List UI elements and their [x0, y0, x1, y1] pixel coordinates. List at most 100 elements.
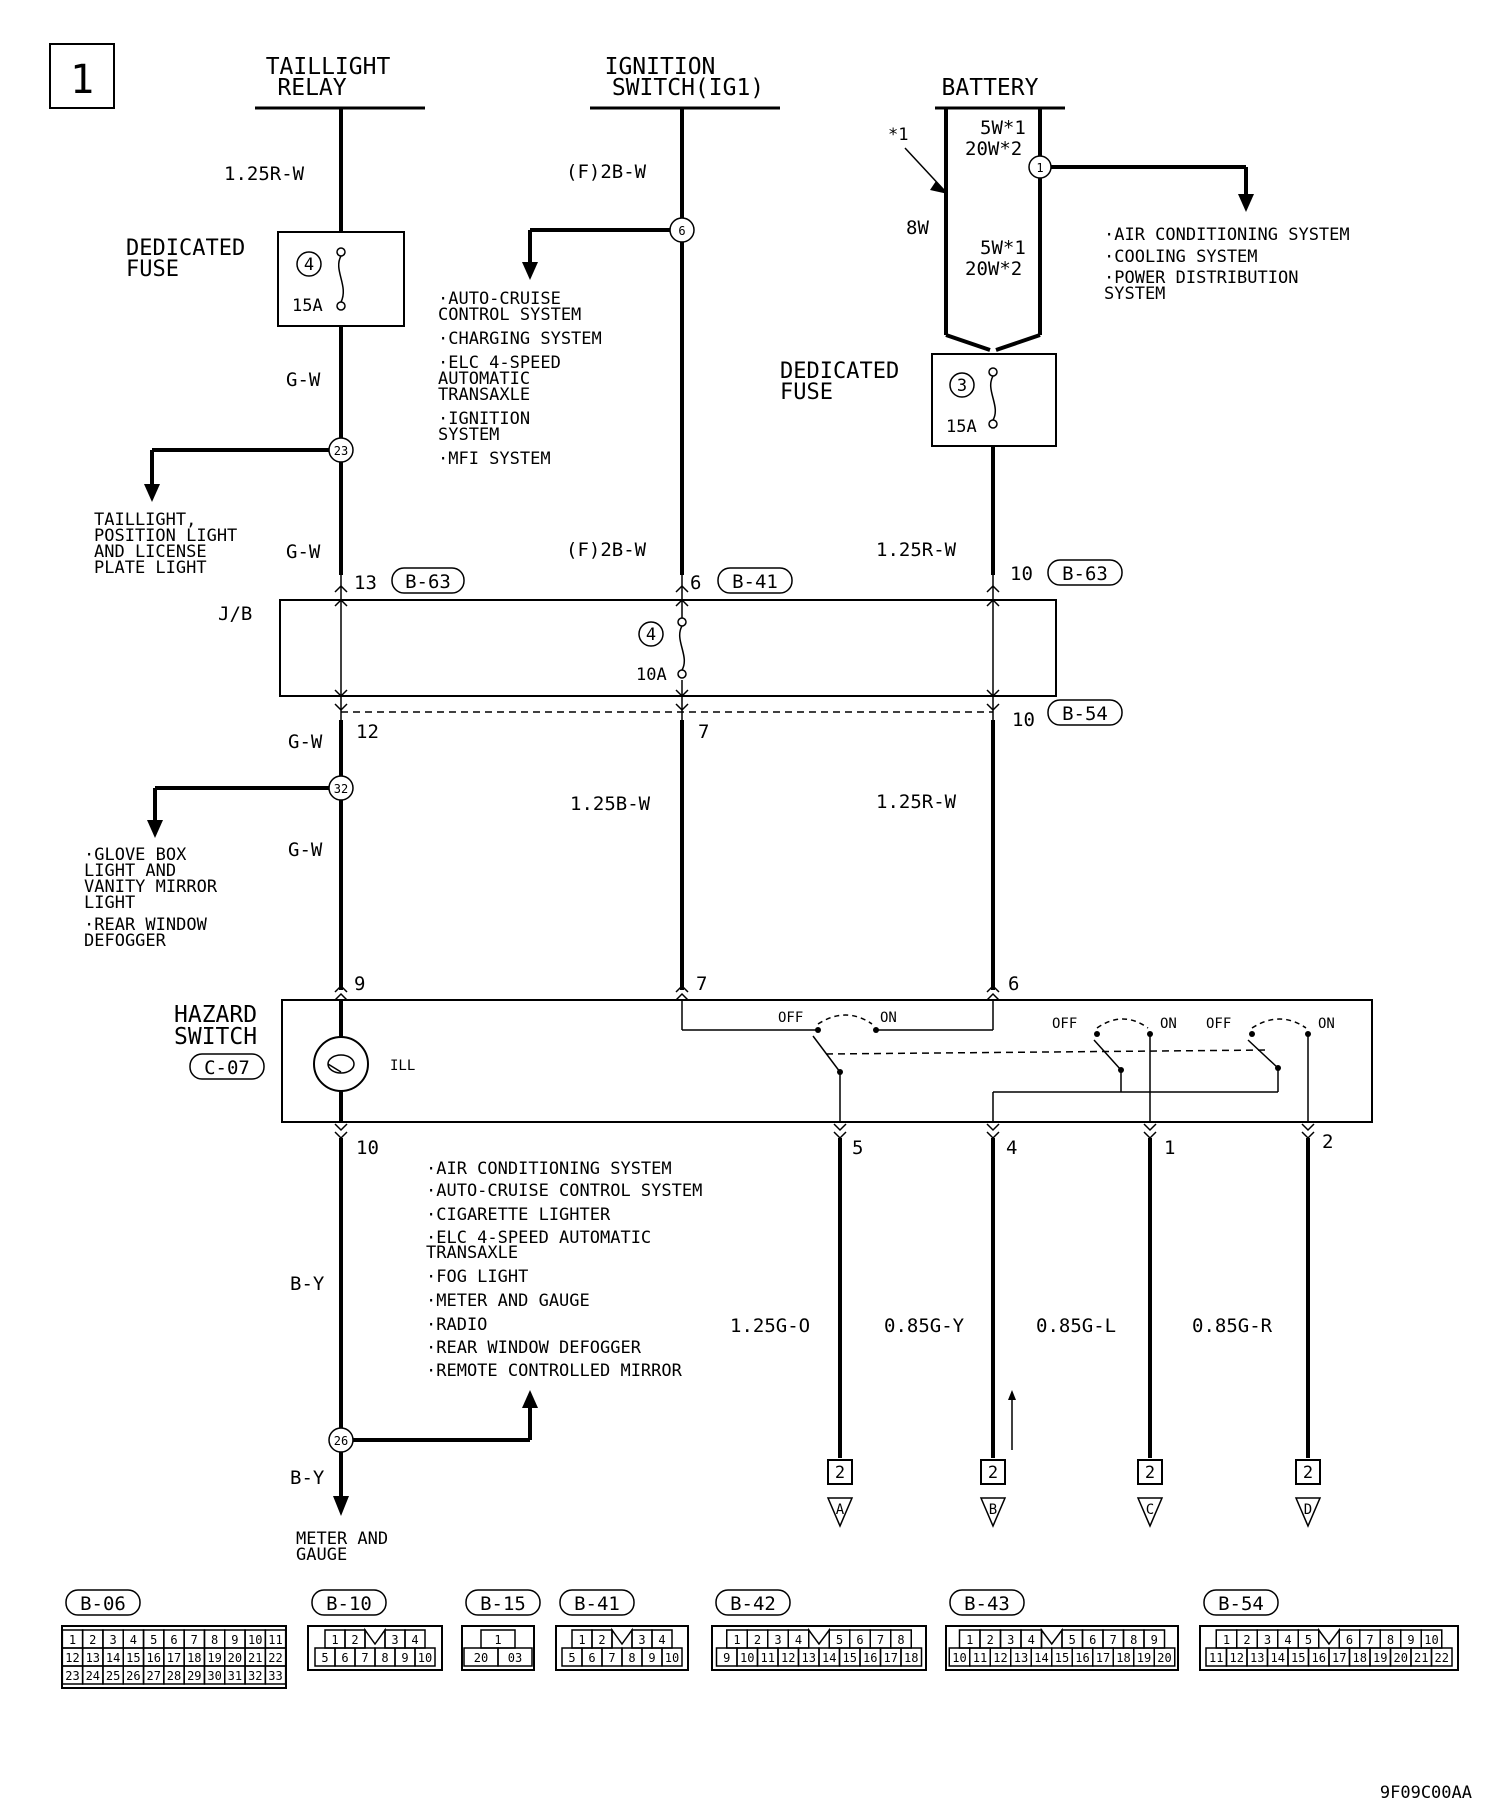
hazard-terminal-marks — [334, 984, 1000, 1001]
jb-label: J/B — [218, 603, 252, 625]
connector-pin: 5 — [321, 1651, 328, 1665]
connector-pin: 20 — [1394, 1651, 1408, 1665]
ill-branch-line: ·AIR CONDITIONING SYSTEM — [426, 1159, 672, 1179]
junction-block — [279, 599, 1057, 697]
wire-relay-low: G-W — [286, 541, 321, 563]
taillight-branch-line: AND LICENSE — [94, 542, 207, 562]
taillight-branch-text: TAILLIGHT, POSITION LIGHT AND LICENSE PL… — [94, 510, 237, 578]
connector-pin: 11 — [268, 1633, 282, 1647]
junction-6: 6 — [678, 224, 685, 238]
connector-pin: 10 — [665, 1651, 679, 1665]
connector-pin: 30 — [207, 1669, 221, 1683]
glovebox-branch-line: ·GLOVE BOX — [84, 845, 187, 865]
connector-pin: 21 — [248, 1651, 262, 1665]
glovebox-branch-text: ·GLOVE BOX LIGHT AND VANITY MIRROR LIGHT… — [84, 845, 218, 951]
dedicated-fuse-label-1: DEDICATED — [126, 236, 245, 261]
ign-branch-line: ·MFI SYSTEM — [438, 449, 551, 469]
connector-pin: 2 — [89, 1633, 96, 1647]
connector-pin: 2 — [1243, 1633, 1250, 1647]
ign-branch-line: CONTROL SYSTEM — [438, 305, 581, 325]
taillight-branch-line: POSITION LIGHT — [94, 526, 237, 546]
connector-pin: 20 — [474, 1651, 488, 1665]
taillight-branch-line: TAILLIGHT, — [94, 510, 196, 530]
connector-pin: 27 — [146, 1669, 160, 1683]
connector-pin: 8 — [897, 1633, 904, 1647]
connector-pin: 6 — [856, 1633, 863, 1647]
connector-pin: 10 — [418, 1651, 432, 1665]
connector-pin: 1 — [494, 1633, 501, 1647]
connector-pin: 22 — [1435, 1651, 1449, 1665]
ign-branch-line: AUTOMATIC — [438, 369, 530, 389]
ign-branch-text: ·AUTO-CRUISE CONTROL SYSTEM ·CHARGING SY… — [438, 289, 602, 469]
connector-pin: 14 — [822, 1651, 836, 1665]
connector-pin: 3 — [1007, 1633, 1014, 1647]
figure-code: 9F09C00AA — [1380, 1783, 1472, 1803]
wire-out4: 0.85G-Y — [884, 1315, 965, 1337]
connector-pin: 8 — [1387, 1633, 1394, 1647]
hazard-connector: C-07 — [204, 1057, 250, 1079]
connector-pin: 19 — [1373, 1651, 1387, 1665]
connector-label: B-43 — [964, 1593, 1010, 1615]
connector-pin: 4 — [1028, 1633, 1035, 1647]
taillight-relay-label-1: TAILLIGHT — [266, 54, 391, 80]
continuation-letter: C — [1146, 1502, 1154, 1518]
battery-branch-line: ·POWER DISTRIBUTION — [1104, 268, 1298, 288]
continuation-page: 2 — [1145, 1463, 1155, 1483]
connector-pin: 1 — [578, 1633, 585, 1647]
connector-pin: 16 — [146, 1651, 160, 1665]
hazard-in-pin-left: 9 — [354, 973, 365, 995]
connector-pin: 4 — [658, 1633, 665, 1647]
connector-pin: 10 — [248, 1633, 262, 1647]
hazard-out-pin-1: 1 — [1164, 1137, 1175, 1159]
ign-branch-line: TRANSAXLE — [438, 385, 530, 405]
ignition-switch-label-2: SWITCH(IG1) — [612, 75, 764, 101]
wire-jb-right-out: 1.25R-W — [876, 791, 957, 813]
fusible-a-2: 20W*2 — [965, 138, 1022, 160]
connector-label: B-41 — [574, 1593, 620, 1615]
fusible-a-1: 5W*1 — [980, 117, 1026, 139]
wire-relay-mid: G-W — [286, 369, 321, 391]
connector-pin: 13 — [1250, 1651, 1264, 1665]
connector-pin: 29 — [187, 1669, 201, 1683]
wire-out5: 1.25G-O — [730, 1315, 810, 1337]
connector-pin: 5 — [1069, 1633, 1076, 1647]
connector-pin: 5 — [568, 1651, 575, 1665]
taillight-relay-label-2: RELAY — [277, 75, 346, 101]
ill-branch-line: ·METER AND GAUGE — [426, 1291, 590, 1311]
connector-pin: 1 — [1223, 1633, 1230, 1647]
connector-pin: 2 — [351, 1633, 358, 1647]
connector-pin: 1 — [69, 1633, 76, 1647]
connector-pin: 16 — [1312, 1651, 1326, 1665]
battery-branch-line: ·AIR CONDITIONING SYSTEM — [1104, 225, 1350, 245]
connector-pin: 5 — [150, 1633, 157, 1647]
connector-pin: 12 — [781, 1651, 795, 1665]
connector-pin: 5 — [836, 1633, 843, 1647]
jb-out-connector: B-54 — [1062, 703, 1108, 725]
connector-pin: 31 — [228, 1669, 242, 1683]
junction-32: 32 — [334, 782, 348, 796]
switch1-on: ON — [880, 1010, 897, 1026]
connector-pin: 7 — [361, 1651, 368, 1665]
hazard-out-pin-10: 10 — [356, 1137, 379, 1159]
continuation-page: 2 — [1303, 1463, 1313, 1483]
junction-1: 1 — [1036, 161, 1043, 175]
connector-pin: 11 — [761, 1651, 775, 1665]
connector-pin: 15 — [126, 1651, 140, 1665]
wire-jb-mid-out: 1.25B-W — [570, 793, 651, 815]
dedicated-fuse-3-rating: 15A — [946, 417, 977, 437]
connector-pin: 11 — [1209, 1651, 1223, 1665]
meter-label-1: METER AND — [296, 1529, 388, 1549]
connector-label: B-42 — [730, 1593, 776, 1615]
junction-26: 26 — [334, 1434, 348, 1448]
connector-pin: 11 — [973, 1651, 987, 1665]
connector-pin: 18 — [904, 1651, 918, 1665]
connector-pin: 7 — [608, 1651, 615, 1665]
connector-pin: 23 — [65, 1669, 79, 1683]
star1-note: *1 — [888, 125, 908, 145]
connector-pin: 20 — [228, 1651, 242, 1665]
connector-pin: 3 — [391, 1633, 398, 1647]
ill-lamp-icon — [313, 1036, 369, 1092]
jb-in-pin-left: 13 — [354, 572, 377, 594]
